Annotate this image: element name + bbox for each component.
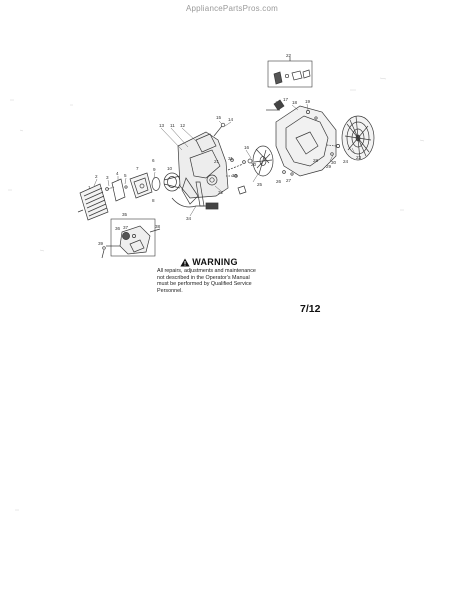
part-housing-fasteners [282,144,340,176]
callout-30: 30 [331,160,337,165]
callout-39: 39 [98,241,104,246]
part-air-filter-cover [129,172,153,199]
callout-26: 26 [276,179,282,184]
callout-7: 7 [136,166,139,171]
callout-18: 18 [292,100,298,105]
watermark: AppliancePartsPros.com [186,4,278,13]
callout-2: 2 [95,174,98,179]
part-intake-grille [341,115,375,161]
part-front-guard-grille [77,183,109,221]
callout-19: 19 [305,99,311,104]
part-gasket-spacer [105,178,128,202]
callout-1: 1 [88,185,91,190]
callout-37: 37 [123,225,129,230]
callout-6: 6 [152,158,155,163]
callout-24: 24 [343,159,349,164]
callout-8: 8 [152,198,155,203]
callout-11: 11 [170,123,175,128]
callout-21: 21 [214,159,220,164]
callout-38: 38 [155,224,161,229]
callout-27: 27 [286,178,292,183]
callout-14: 14 [228,117,234,122]
callout-16: 16 [244,145,250,150]
part-fuel-tank-inset [101,218,161,259]
warning-triangle-icon [180,258,190,266]
leader-lines [93,100,356,217]
callout-12: 12 [180,123,186,128]
callout-20: 20 [251,162,257,167]
warning-title: WARNING [192,257,238,267]
part-impeller [227,145,274,177]
callout-29: 29 [326,164,332,169]
callout-23: 23 [356,155,362,160]
part-switch-kit-inset [267,57,313,88]
callout-13: 13 [159,123,165,128]
callout-22: 22 [286,53,292,58]
callout-3: 3 [106,175,109,180]
callout-17: 17 [283,97,289,102]
part-engine-hardware [226,158,247,195]
warning-text: All repairs, adjustments and maintenance… [157,268,256,294]
callout-33: 33 [232,173,238,178]
callout-9: 9 [153,167,156,172]
warning-notice: WARNING All repairs, adjustments and mai… [157,257,261,294]
page-number: 7/12 [300,303,321,315]
callout-15: 15 [216,115,222,120]
callout-31: 31 [228,156,234,161]
callout-36: 36 [115,226,121,231]
callout-5: 5 [124,173,127,178]
callout-35: 35 [122,212,128,217]
callout-34: 34 [186,216,192,221]
callout-28: 28 [313,158,319,163]
callout-numbers: 1 2 3 4 5 6 7 8 9 10 11 12 13 14 15 16 1… [88,53,362,246]
callout-10: 10 [167,166,173,171]
callout-25: 25 [257,182,263,187]
part-blower-housing [266,99,337,177]
scan-speckle [8,77,425,511]
callout-32: 32 [218,190,224,195]
callout-4: 4 [116,171,119,176]
